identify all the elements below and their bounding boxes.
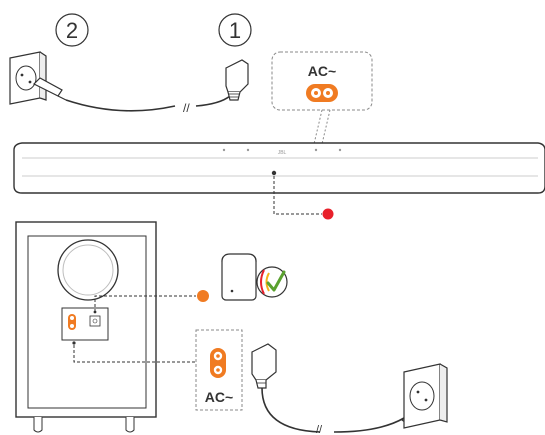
wall-outlet-icon	[403, 363, 448, 429]
cable-break-mark-bottom: //	[316, 424, 323, 435]
wireless-connected-icon	[256, 266, 288, 298]
step-2-number: 2	[66, 18, 78, 43]
subwoofer	[15, 221, 157, 433]
power-plug-top	[32, 77, 67, 101]
power-cable-bottom	[261, 387, 321, 433]
ac-socket-icon	[306, 84, 338, 102]
soundbar-led-leader	[273, 176, 322, 215]
step-2-marker: 2	[55, 13, 89, 47]
ac-label-top: AC~	[308, 63, 336, 79]
power-connector-icon-bottom	[251, 343, 277, 389]
ac-socket-callout-top: AC~	[271, 51, 373, 111]
ac-socket-icon	[210, 348, 226, 378]
power-connector-icon	[225, 59, 249, 101]
subwoofer-icon	[221, 253, 257, 301]
subwoofer-led-leader	[94, 295, 196, 312]
subwoofer-ac-socket-icon	[68, 314, 76, 330]
brand-logo: JBL	[278, 150, 287, 156]
soundbar-led-indicator-red	[322, 208, 334, 220]
subwoofer-socket-leader	[73, 345, 196, 363]
ac-label-bottom: AC~	[205, 389, 233, 405]
step-1-number: 1	[229, 18, 241, 43]
cable-break-mark: //	[183, 101, 190, 115]
soundbar: JBL	[13, 142, 545, 194]
power-cable-top	[65, 99, 176, 112]
ac-socket-callout-bottom: AC~	[195, 329, 243, 411]
wall-outlet-icon	[9, 51, 47, 105]
subwoofer-led-indicator-orange	[197, 290, 209, 302]
step-1-marker: 1	[218, 13, 252, 47]
soundbar-status-led	[271, 170, 277, 176]
